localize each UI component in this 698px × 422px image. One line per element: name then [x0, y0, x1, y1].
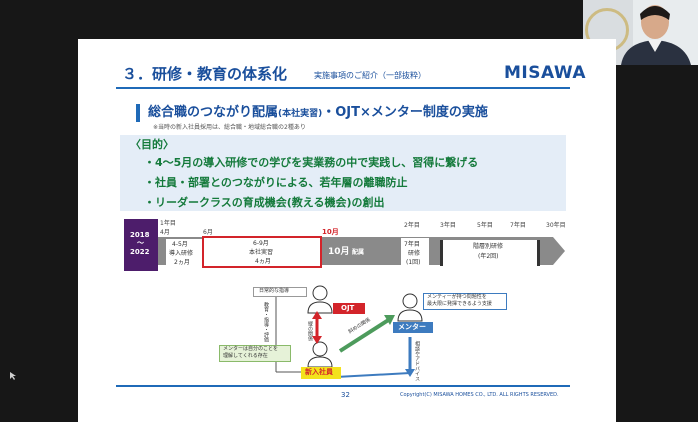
hq-training-duration: 4ヵ月	[255, 258, 271, 265]
ojt-badge	[333, 303, 365, 314]
page-number: 32	[341, 391, 350, 399]
year7-training-box	[401, 238, 429, 268]
timeline-period-mid: ～	[137, 239, 144, 247]
vertical-relation-arrow-icon	[312, 311, 322, 344]
left-note-box	[219, 345, 291, 362]
hq-training-label: 本社実習	[249, 249, 274, 256]
timeline-period-end: 2022	[130, 248, 150, 256]
timeline-period-start: 2018	[130, 231, 150, 239]
timeline-april-label: 4月	[160, 229, 170, 236]
footer-rule	[116, 385, 570, 387]
assignment-month: 10月	[328, 247, 350, 257]
mentor-person-icon	[397, 293, 423, 322]
teaching-vertical-text: 教育・指導・評価	[263, 302, 269, 342]
heading-line: 総合職のつながり配属(本社実習)・OJT×メンター制度の実施	[148, 104, 488, 123]
heading-bar	[136, 104, 140, 122]
copyright-text: Copyright(C) MISAWA HOMES CO., LTD. ALL …	[400, 392, 559, 398]
diagonal-relation-arrow-icon	[338, 315, 395, 353]
mentor-note-box	[423, 293, 507, 310]
tiered-training-label: 階層別研修	[473, 243, 504, 250]
intro-training-duration: 2ヵ月	[174, 259, 190, 266]
timeline-year2-label: 2年目	[404, 222, 420, 229]
purpose-item-2: ・社員・部署とのつながりによる、若年層の離職防止	[144, 176, 408, 189]
new-employee-badge	[301, 367, 341, 379]
section-title: ３．研修・教育の体系化	[122, 65, 288, 83]
mentor-advice-arrow-icon	[335, 337, 415, 378]
senior-person-icon	[307, 285, 333, 314]
heading-text: 総合職のつながり配属	[148, 105, 279, 120]
year7-training-label: 研修	[408, 250, 421, 257]
left-note-line1: メンターは自分のことを	[223, 346, 279, 352]
hq-training-period: 6-9月	[253, 240, 269, 247]
mentor-note-line2: 最大限に発揮できるよう支援	[427, 301, 492, 307]
purpose-item-1: ・4～5月の導入研修での学びを実業務の中で実践し、習得に繋げる	[144, 156, 479, 169]
daily-guidance-label: 日常的な指導	[259, 288, 290, 294]
new-employee-label: 新入社員	[305, 368, 333, 376]
timeline-june-label: 6月	[203, 229, 213, 236]
timeline-year30-label: 30年目	[546, 222, 566, 229]
new-employee-person-icon	[307, 341, 333, 368]
mentor-note-line1: メンティーが持つ問題性を	[427, 294, 487, 300]
timeline-year7-label: 7年目	[510, 222, 526, 229]
year7-training-count: (1回)	[406, 259, 421, 266]
mentor-label: メンター	[398, 323, 426, 331]
purpose-item-3: ・リーダークラスの育成機会(教える機会)の創出	[144, 196, 385, 209]
header-rule	[116, 87, 570, 89]
assignment-word: 配属	[352, 249, 365, 256]
year7-training-year: 7年目	[404, 241, 420, 248]
relationship-diagram	[275, 285, 423, 378]
presenter-person-icon	[621, 5, 691, 65]
daily-guidance-box	[253, 287, 307, 297]
heading-rest-text: ・OJT×メンター制度の実施	[322, 105, 488, 120]
timeline-year3-label: 3年目	[440, 222, 456, 229]
heading-small-text: (本社実習)	[278, 109, 323, 119]
tiered-training-box	[440, 240, 540, 266]
purpose-title: 〈目的〉	[130, 138, 174, 151]
timeline-year5-label: 5年目	[477, 222, 493, 229]
presentation-slide: ３．研修・教育の体系化 実施事項のご紹介（一部抜粋） MISAWA 総合職のつな…	[78, 39, 616, 422]
brand-logo: MISAWA	[504, 63, 587, 83]
mentor-advice-text: 相談やアドバイス	[414, 341, 420, 381]
tiered-training-frequency: (年2回)	[478, 253, 499, 260]
left-note-line2: 理解してくれる存在	[223, 353, 268, 359]
intro-training-box	[166, 239, 202, 267]
mouse-cursor-icon	[10, 372, 16, 380]
purpose-box	[120, 135, 566, 211]
vertical-relation-text: 縦の関係	[307, 321, 313, 341]
timeline-period-block	[124, 219, 158, 271]
hiring-note: ※当時の新入社員採用は、総合職・地域総合職の2種あり	[153, 124, 306, 131]
intro-training-label: 導入研修	[169, 250, 194, 257]
presenter-camera	[583, 0, 698, 65]
intro-training-period: 4-5月	[172, 241, 188, 248]
timeline-year1-label: 1年目	[160, 220, 176, 227]
timeline-october-label: 10月	[322, 228, 339, 236]
ojt-label: OJT	[341, 304, 355, 312]
section-subtitle: 実施事項のご紹介（一部抜粋）	[314, 71, 426, 80]
mentor-badge	[393, 322, 433, 333]
hq-training-box	[202, 236, 322, 268]
